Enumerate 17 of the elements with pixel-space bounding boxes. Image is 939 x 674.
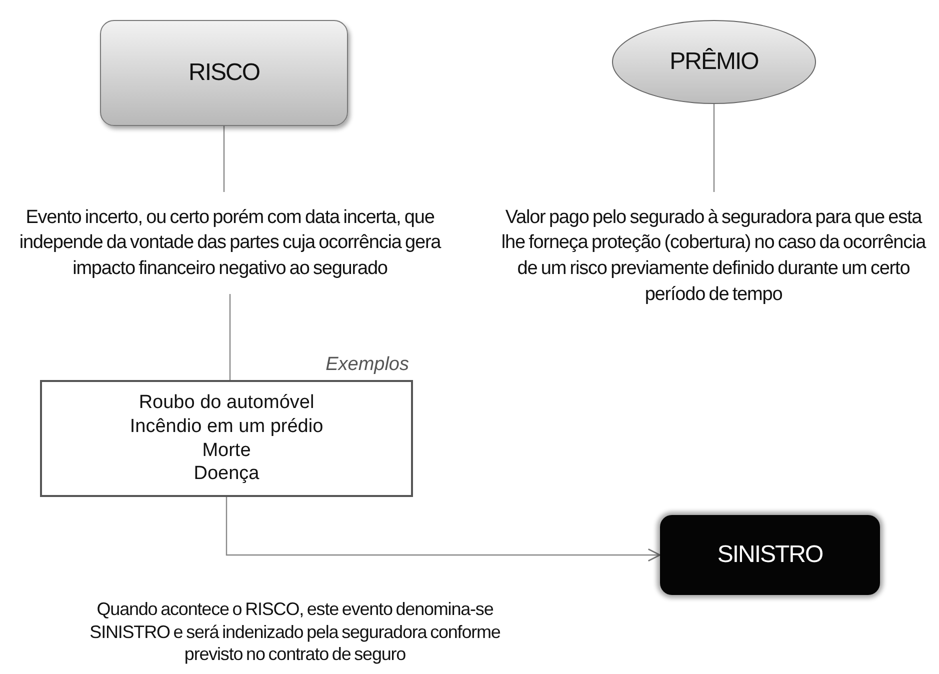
list-item: Incêndio em um prédio	[130, 414, 324, 438]
list-item: Roubo do automóvel	[138, 391, 314, 415]
connector-line	[713, 104, 715, 192]
connector-line	[229, 294, 231, 380]
list-item: Doença	[194, 462, 260, 486]
edge-label: Quando acontece o RISCO, este evento denomina-se SINISTRO e será indenizado pela seguradora conforme previsto no contrato de seguro	[88, 598, 502, 666]
node-label: SINISTRO	[717, 541, 823, 569]
node-label: Valor pago pelo segurado à seguradora para que esta lhe forneça proteção (cobertura) no caso da ocorrência de um risco previamente definido durante um certo período de tempo	[500, 206, 928, 307]
arrow	[226, 497, 661, 562]
node-label: Evento incerto, ou certo porém com data incerta, que independe da vontade das partes cuja ocorrência gera impacto financeiro negativo ao segurado	[18, 206, 442, 281]
list-item: Morte	[202, 438, 251, 462]
rounded-box	[100, 20, 348, 126]
node-label: RISCO	[188, 59, 260, 87]
node-label: PRÊMIO	[670, 48, 758, 76]
node-label: Exemplos	[326, 354, 409, 376]
connector-line	[223, 126, 225, 192]
rounded-box	[660, 515, 880, 595]
